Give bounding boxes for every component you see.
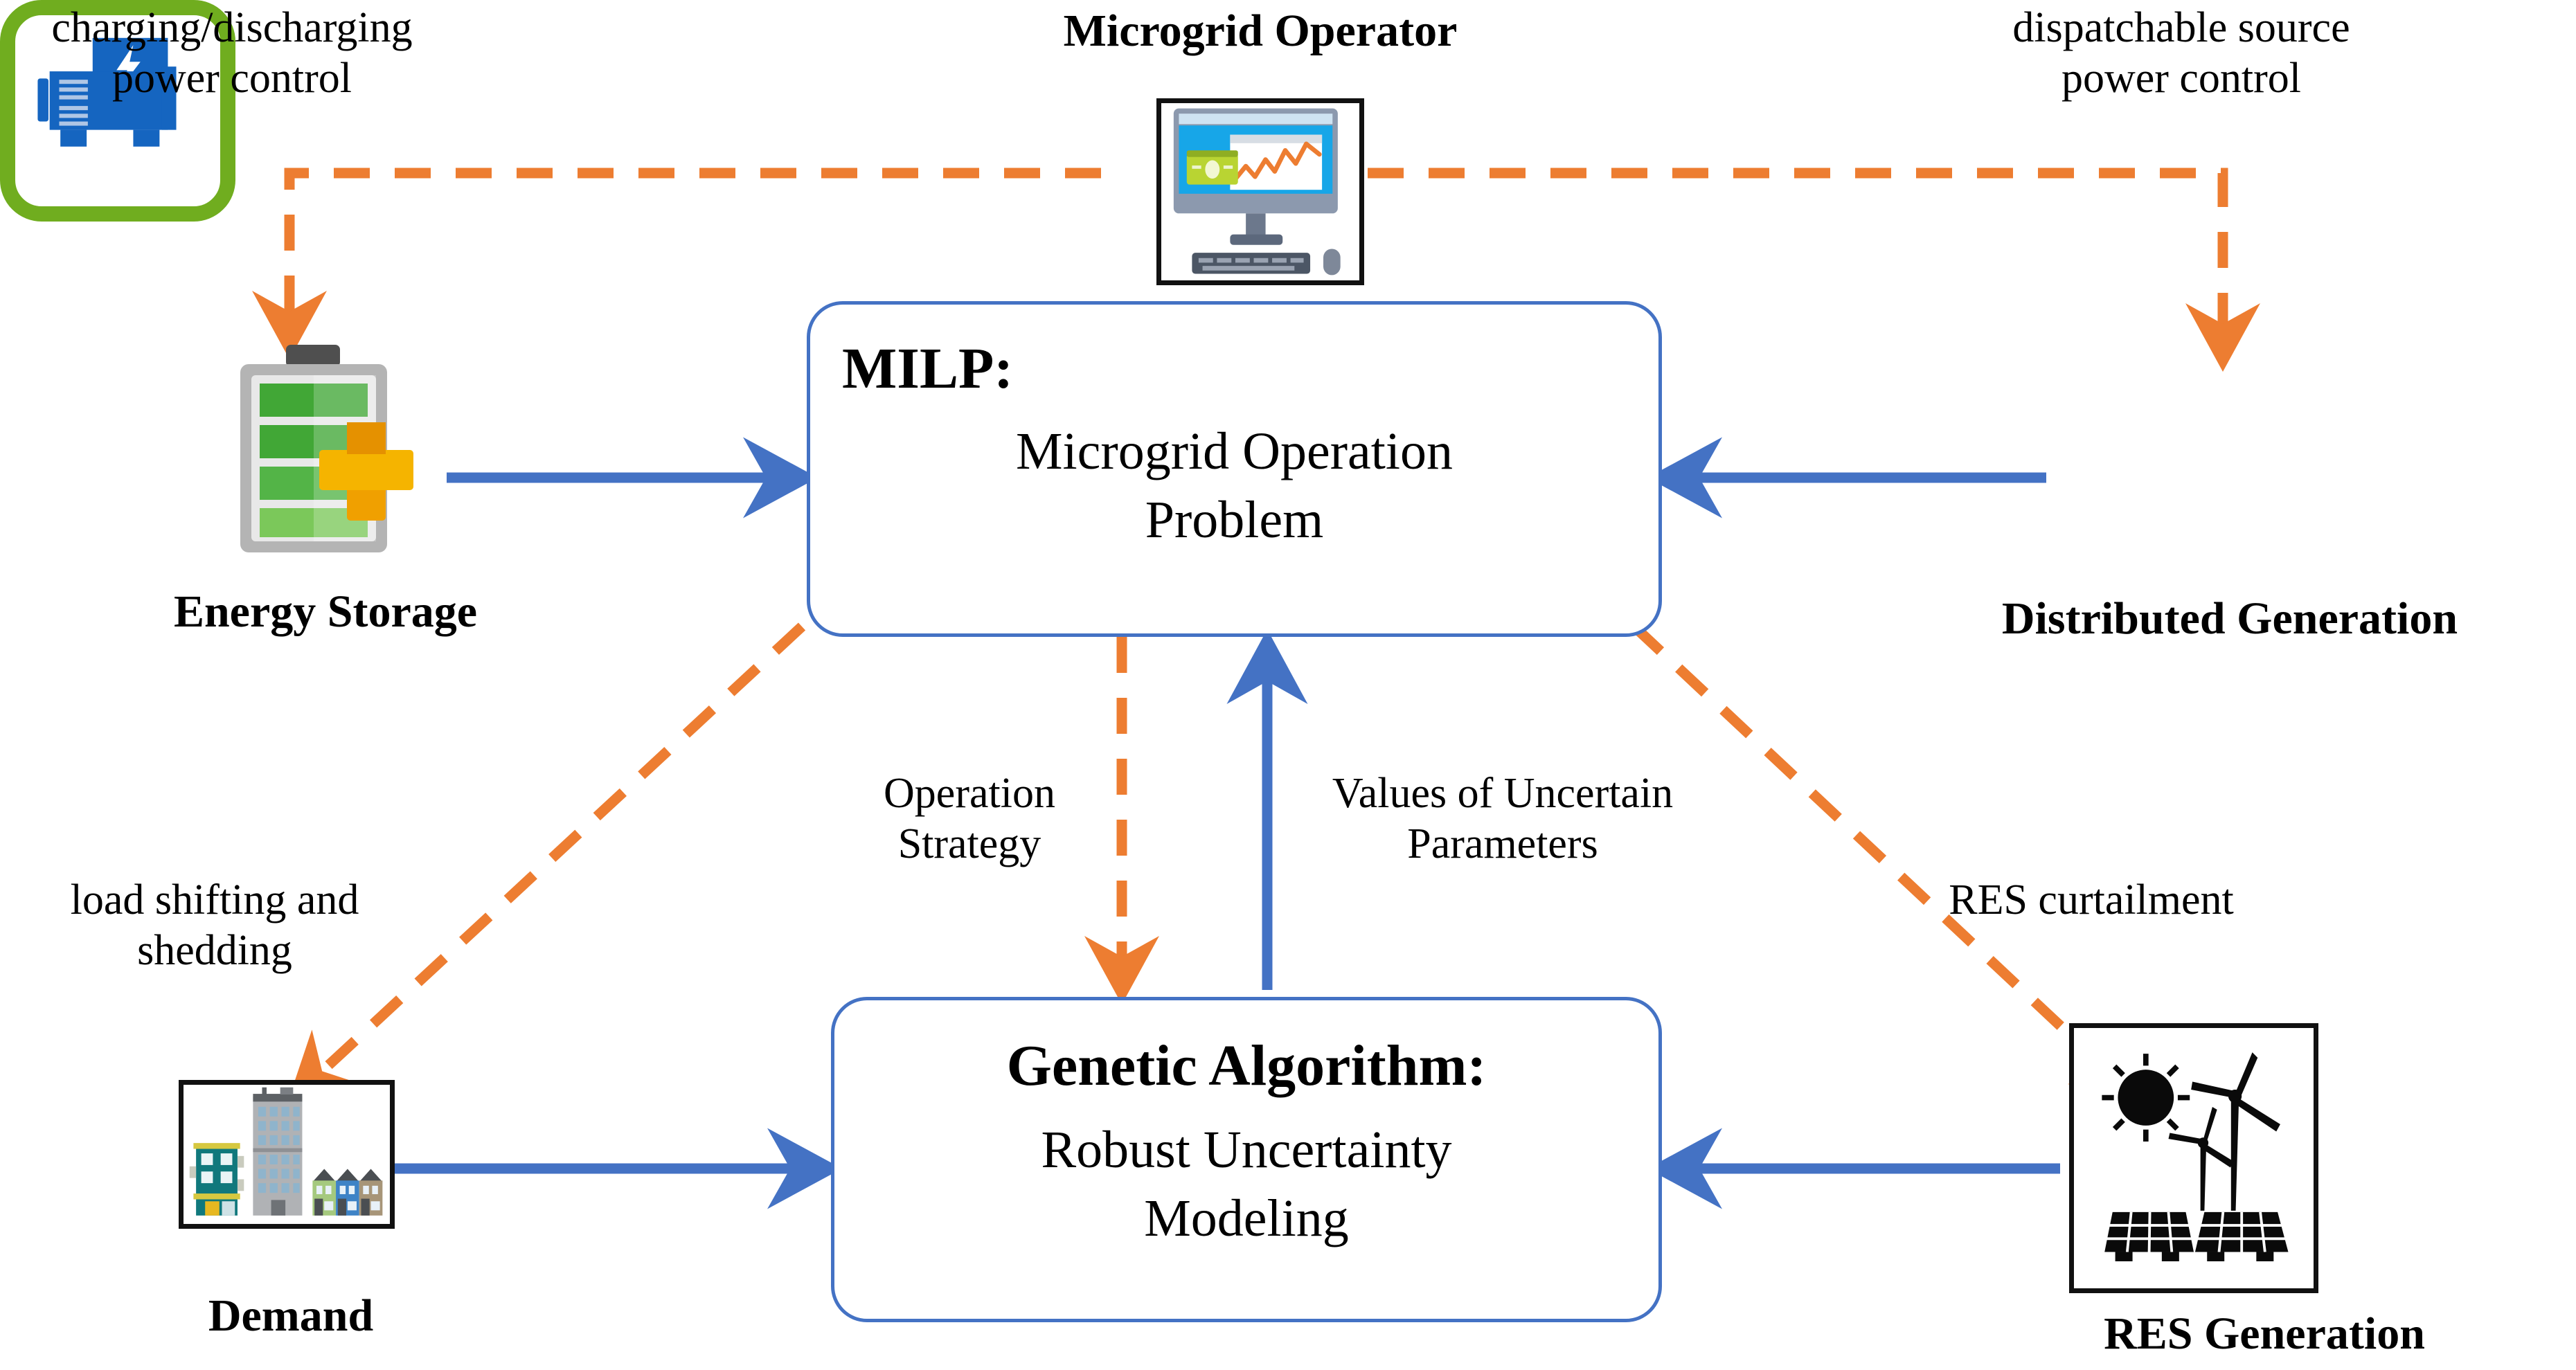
- solar-wind-icon: [2069, 1023, 2318, 1293]
- edge-label-load-shifting: load shifting and shedding: [70, 876, 359, 975]
- ga-subtitle: Robust Uncertainty Modeling: [1041, 1121, 1452, 1247]
- edge-label-values-uncertain: Values of Uncertain Parameters: [1332, 770, 1674, 868]
- genetic-algorithm-box[interactable]: Genetic Algorithm: Robust Uncertainty Mo…: [831, 997, 1662, 1322]
- milp-box[interactable]: MILP: Microgrid Operation Problem: [807, 301, 1662, 637]
- edge-label-dispatchable-source: dispatchable source power control: [2012, 4, 2350, 102]
- node-label-energy-storage: Energy Storage: [173, 586, 478, 637]
- edge-label-res-curtailment: RES curtailment: [1949, 876, 2234, 923]
- buildings-icon: [179, 1080, 395, 1229]
- ga-title: Genetic Algorithm:: [1006, 1034, 1487, 1098]
- node-label-res-generation: RES Generation: [2104, 1308, 2425, 1359]
- edge-label-operation-strategy: Operation Strategy: [884, 770, 1055, 868]
- milp-subtitle: Microgrid Operation Problem: [1015, 422, 1454, 549]
- milp-title: MILP:: [842, 336, 1014, 401]
- monitor-chart-icon: [1156, 98, 1364, 285]
- node-label-distributed-generation: Distributed Generation: [2001, 593, 2458, 644]
- edge-milp-to-demand: [287, 622, 806, 1104]
- battery-icon: [197, 341, 447, 569]
- edge-label-charging-discharging: charging/discharging power control: [51, 4, 413, 102]
- node-label-demand: Demand: [208, 1290, 374, 1341]
- node-label-operator: Microgrid Operator: [1063, 6, 1458, 56]
- generator-icon: [0, 0, 235, 222]
